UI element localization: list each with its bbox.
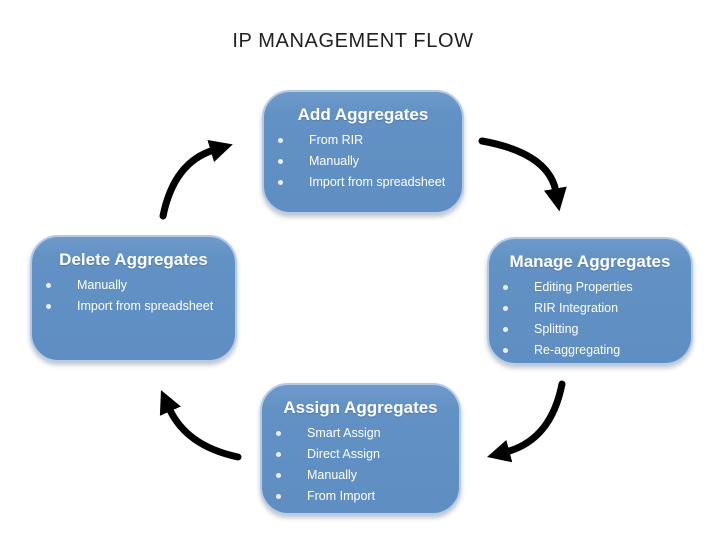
list-item-label: RIR Integration bbox=[534, 301, 619, 315]
list-item: From RIR bbox=[264, 133, 462, 147]
arrow-add-to-manage bbox=[478, 137, 567, 212]
bullet-icon bbox=[503, 347, 508, 353]
bullet-icon bbox=[278, 137, 283, 143]
flow-node-manage-aggregates: Manage Aggregates Editing Properties RIR… bbox=[487, 237, 693, 365]
bullet-icon bbox=[46, 282, 51, 288]
flow-node-assign-aggregates: Assign Aggregates Smart Assign Direct As… bbox=[260, 383, 461, 515]
flow-node-delete-aggregates: Delete Aggregates Manually Import from s… bbox=[30, 235, 237, 362]
list-item: Manually bbox=[264, 154, 462, 168]
arrow-manage-to-assign bbox=[487, 380, 566, 463]
bullet-icon bbox=[276, 472, 281, 478]
bullet-icon bbox=[276, 451, 281, 457]
arrow-delete-to-add bbox=[159, 139, 233, 220]
bullet-icon bbox=[278, 179, 283, 185]
list-item-label: Re-aggregating bbox=[534, 343, 621, 357]
list-item-label: Manually bbox=[309, 154, 360, 168]
list-item: Splitting bbox=[489, 322, 691, 336]
list-item: Import from spreadsheet bbox=[264, 175, 462, 189]
list-item-label: Manually bbox=[77, 278, 128, 292]
bullet-icon bbox=[276, 430, 281, 436]
bullet-icon bbox=[503, 284, 508, 290]
list-item: Import from spreadsheet bbox=[32, 299, 235, 313]
bullet-icon bbox=[278, 158, 283, 164]
list-item: Re-aggregating bbox=[489, 343, 691, 357]
list-item-label: From Import bbox=[307, 489, 376, 503]
list-item-label: Splitting bbox=[534, 322, 579, 336]
node-title: Delete Aggregates bbox=[59, 250, 208, 269]
list-item-label: Smart Assign bbox=[307, 426, 381, 440]
list-item-label: Editing Properties bbox=[534, 280, 633, 294]
bullet-icon bbox=[46, 303, 51, 309]
list-item-label: Manually bbox=[307, 468, 358, 482]
list-item: From Import bbox=[262, 489, 459, 503]
bullet-icon bbox=[276, 493, 281, 499]
list-item: Manually bbox=[32, 278, 235, 292]
flow-node-add-aggregates: Add Aggregates From RIR Manually Import … bbox=[262, 90, 464, 214]
list-item: Manually bbox=[262, 468, 459, 482]
list-item-label: Import from spreadsheet bbox=[309, 175, 446, 189]
node-title: Assign Aggregates bbox=[283, 398, 438, 417]
node-title: Manage Aggregates bbox=[509, 252, 671, 271]
arrow-assign-to-delete bbox=[159, 390, 242, 461]
list-item: RIR Integration bbox=[489, 301, 691, 315]
page-title: IP MANAGEMENT FLOW bbox=[232, 30, 474, 52]
list-item-label: From RIR bbox=[309, 133, 364, 147]
bullet-icon bbox=[503, 305, 508, 311]
list-item: Direct Assign bbox=[262, 447, 459, 461]
list-item: Editing Properties bbox=[489, 280, 691, 294]
bullet-icon bbox=[503, 326, 508, 332]
node-title: Add Aggregates bbox=[297, 105, 429, 124]
list-item-label: Direct Assign bbox=[307, 447, 380, 461]
list-item: Smart Assign bbox=[262, 426, 459, 440]
list-item-label: Import from spreadsheet bbox=[77, 299, 214, 313]
